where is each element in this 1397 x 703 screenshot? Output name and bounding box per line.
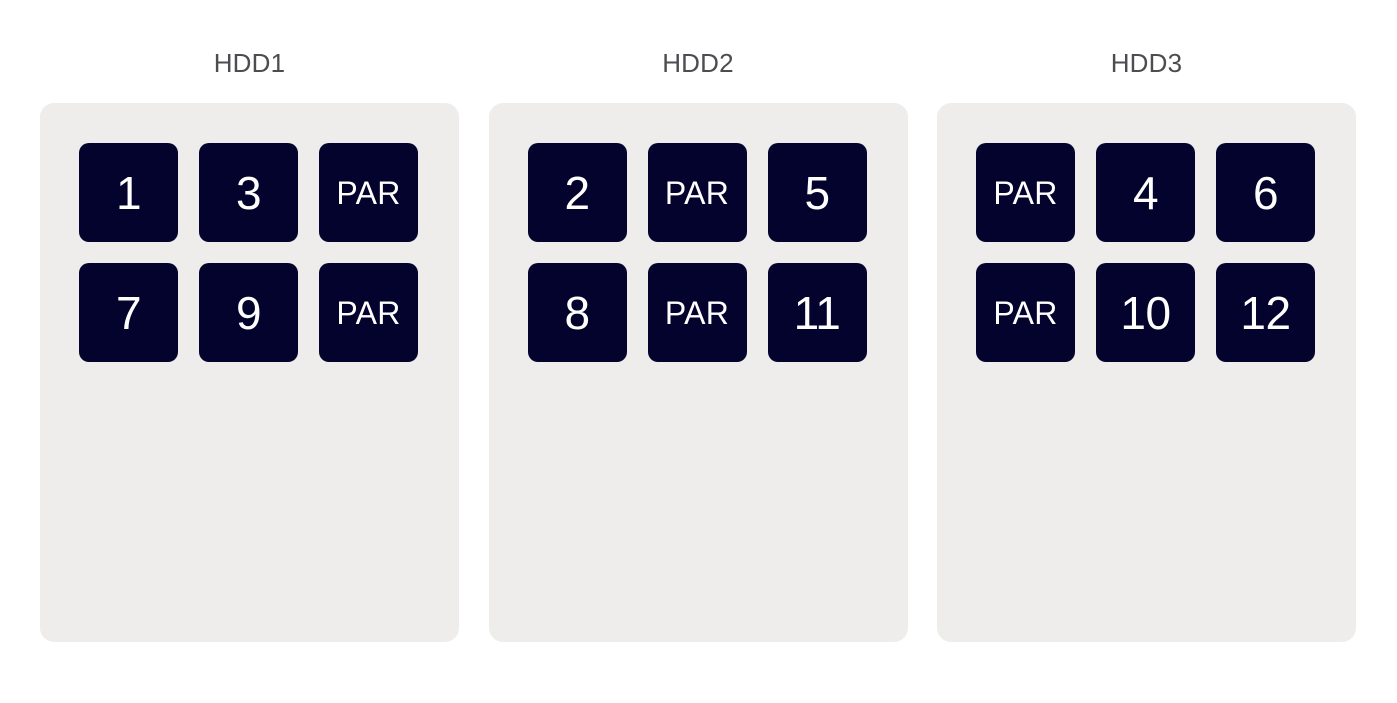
data-block[interactable]: 6 — [1216, 143, 1315, 242]
block-label: PAR — [664, 174, 730, 211]
parity-block[interactable]: PAR — [976, 143, 1075, 242]
block-label: PAR — [993, 174, 1058, 211]
disk-title: HDD1 — [213, 48, 286, 78]
block-label: 4 — [1132, 166, 1159, 219]
parity-block[interactable]: PAR — [319, 143, 418, 242]
block-label: 5 — [804, 166, 830, 219]
data-block[interactable]: 9 — [199, 263, 298, 362]
block-label: PAR — [664, 294, 730, 331]
block-label: 9 — [235, 286, 262, 339]
data-block[interactable]: 4 — [1096, 143, 1195, 242]
block-label: 8 — [564, 286, 590, 339]
data-block[interactable]: 5 — [767, 143, 867, 242]
parity-block[interactable]: PAR — [647, 263, 747, 362]
parity-block[interactable]: PAR — [647, 143, 747, 242]
block-label: PAR — [336, 294, 401, 331]
data-block[interactable]: 7 — [79, 263, 178, 362]
block-label: 2 — [564, 166, 590, 219]
disk-title: HDD2 — [662, 48, 734, 78]
block-label: 7 — [115, 286, 142, 339]
parity-block[interactable]: PAR — [976, 263, 1075, 362]
block-label: 11 — [793, 286, 841, 339]
data-block[interactable]: 11 — [767, 263, 867, 362]
block-label: 1 — [115, 166, 142, 219]
block-label: 6 — [1252, 166, 1279, 219]
parity-block[interactable]: PAR — [319, 263, 418, 362]
data-block[interactable]: 10 — [1096, 263, 1195, 362]
block-label: 12 — [1240, 286, 1291, 339]
data-block[interactable]: 3 — [199, 143, 298, 242]
data-block[interactable]: 12 — [1216, 263, 1315, 362]
data-block[interactable]: 8 — [527, 263, 627, 362]
data-block[interactable]: 1 — [79, 143, 178, 242]
block-label: PAR — [993, 294, 1058, 331]
disk-title: HDD3 — [1110, 48, 1183, 78]
block-label: 3 — [235, 166, 262, 219]
data-block[interactable]: 2 — [527, 143, 627, 242]
block-label: PAR — [336, 174, 401, 211]
block-label: 10 — [1120, 286, 1171, 339]
